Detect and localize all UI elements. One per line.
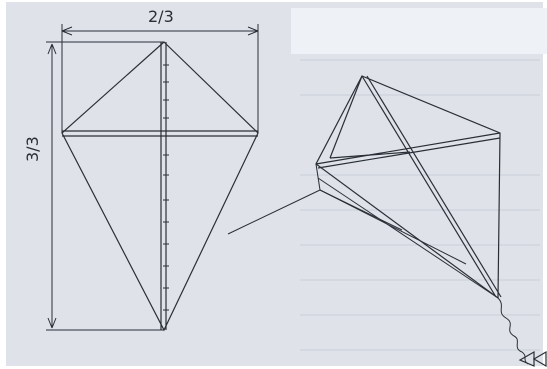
height-label: 3/3 xyxy=(23,136,42,162)
cross-spar xyxy=(62,130,258,137)
width-label: 2/3 xyxy=(148,7,174,26)
printed-page xyxy=(6,2,543,366)
background-print xyxy=(300,59,540,351)
kite-perspective-view xyxy=(227,75,547,368)
width-dimension xyxy=(61,24,259,133)
height-dimension xyxy=(46,41,164,331)
kite-tail xyxy=(497,297,529,365)
bridle-lines xyxy=(227,163,499,299)
spine-ticks xyxy=(163,64,169,311)
kite-outline xyxy=(61,41,259,332)
paper-glare xyxy=(291,8,547,54)
kite-front-view: 2/3 3/3 xyxy=(23,7,259,332)
spine xyxy=(160,42,167,330)
tail-bow xyxy=(518,350,547,368)
kite-perspective-outline xyxy=(315,75,501,300)
